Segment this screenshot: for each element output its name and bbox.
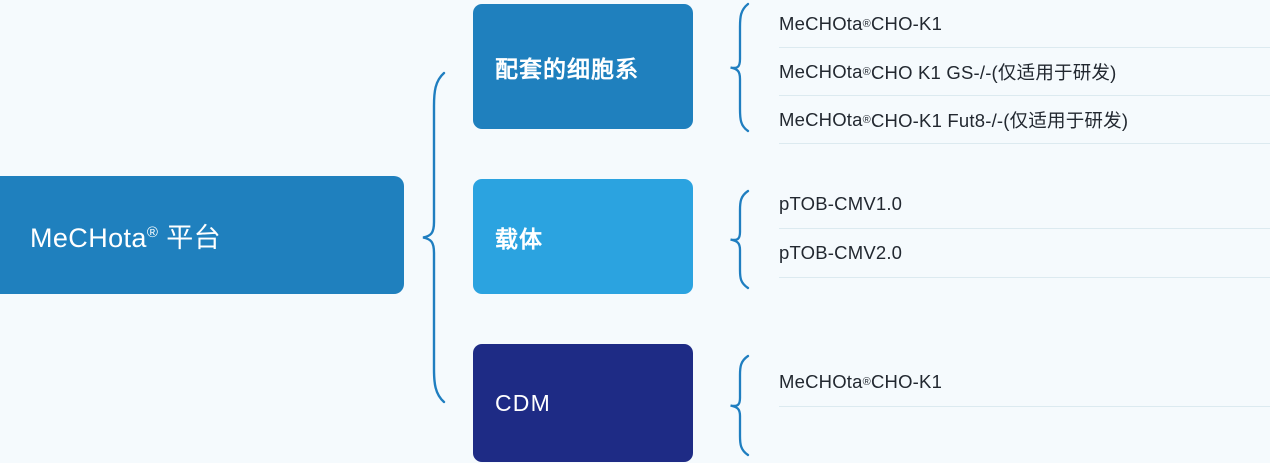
registered-trademark-icon: ® <box>146 223 159 241</box>
item-text-main: MeCHOta <box>779 108 863 130</box>
item-text-tail: CHO-K1 Fut8-/-(仅适用于研发) <box>870 109 1129 131</box>
registered-trademark-icon: ® <box>862 65 871 78</box>
list-item[interactable]: MeCHOta® CHO-K1 Fut8-/-(仅适用于研发) <box>779 96 1270 144</box>
list-item[interactable]: MeCHOta® CHO K1 GS-/-(仅适用于研发) <box>779 48 1270 96</box>
list-item[interactable]: pTOB-CMV1.0 <box>779 180 1270 229</box>
registered-trademark-icon: ® <box>862 17 871 30</box>
item-list-vector: pTOB-CMV1.0 pTOB-CMV2.0 <box>779 180 1270 278</box>
root-brace-icon <box>420 70 446 405</box>
root-node-label-main: MeCHota <box>30 222 147 253</box>
item-text-main: MeCHOta <box>779 12 863 34</box>
category-box-vector[interactable]: 载体 <box>473 179 693 294</box>
list-item[interactable]: MeCHOta® CHO-K1 <box>779 358 1270 407</box>
item-list-cdm: MeCHOta® CHO-K1 <box>779 358 1270 407</box>
category-box-cdm[interactable]: CDM <box>473 344 693 462</box>
registered-trademark-icon: ® <box>862 376 871 388</box>
category-label-cdm: CDM <box>495 389 551 416</box>
item-text-main: MeCHOta <box>779 371 863 392</box>
list-item[interactable]: pTOB-CMV2.0 <box>779 229 1270 278</box>
root-node-mechota-platform: MeCHota® 平台 <box>0 176 404 294</box>
item-text-main: pTOB-CMV1.0 <box>779 193 903 214</box>
item-text-main: MeCHOta <box>779 60 863 82</box>
root-node-label-tail: 平台 <box>158 222 221 253</box>
category-brace-icon-vector <box>728 189 750 290</box>
category-brace-icon-cdm <box>728 354 750 457</box>
item-text-tail: CHO-K1 <box>870 371 943 392</box>
category-box-cell-lines[interactable]: 配套的细胞系 <box>473 4 693 129</box>
category-brace-icon-cell-lines <box>728 2 750 133</box>
category-label-vector: 载体 <box>495 225 543 252</box>
category-label-cell-lines: 配套的细胞系 <box>495 55 639 82</box>
item-text-main: pTOB-CMV2.0 <box>779 242 903 263</box>
list-item[interactable]: MeCHOta® CHO-K1 <box>779 0 1270 48</box>
root-node-label: MeCHota® 平台 <box>30 216 221 255</box>
item-text-tail: CHO K1 GS-/-(仅适用于研发) <box>870 61 1117 83</box>
item-text-tail: CHO-K1 <box>870 12 943 34</box>
registered-trademark-icon: ® <box>862 113 871 126</box>
item-list-cell-lines: MeCHOta® CHO-K1 MeCHOta® CHO K1 GS-/-(仅适… <box>779 0 1270 144</box>
